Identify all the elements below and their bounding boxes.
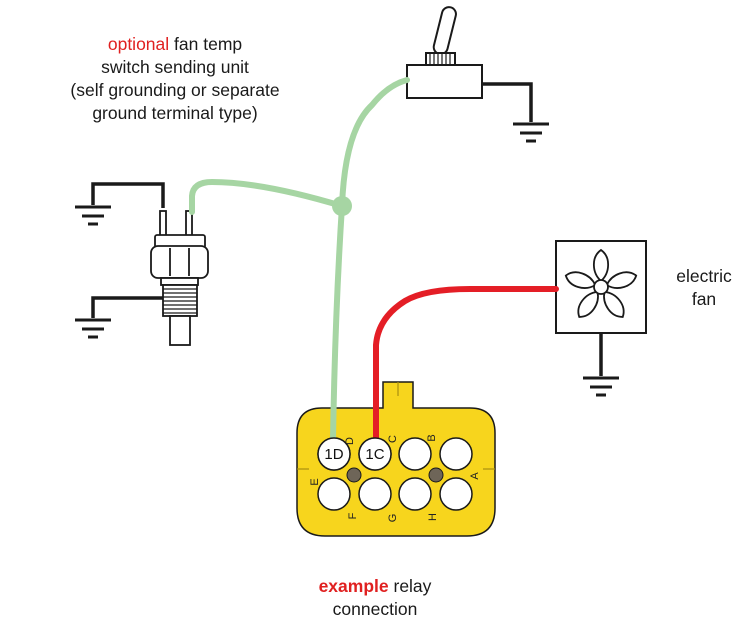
ground-symbols — [75, 122, 619, 397]
sending-unit-terminal-left — [159, 210, 167, 239]
cavity-letter-h: H — [427, 513, 439, 521]
example-highlight: example — [318, 576, 389, 596]
pin-cavity-e — [317, 477, 351, 511]
cavity-letter-f: F — [347, 512, 359, 519]
pin-cavity-c2 — [398, 437, 432, 471]
sending-unit-to-junction-wire — [189, 178, 345, 215]
sending-unit-top-ground-wire — [91, 182, 165, 208]
relay-connection-label-line2: connection — [332, 599, 418, 619]
pin-cavity-b — [439, 437, 473, 471]
electric-fan-label-line1: electric — [676, 266, 732, 286]
pin-1d — [317, 437, 351, 471]
sending-unit-label-line3: (self grounding or separate — [70, 80, 280, 100]
toggle-switch-ground-wire — [482, 82, 533, 122]
pin-1d-label: 1D — [324, 446, 343, 463]
ground-symbol-icon — [513, 122, 549, 143]
cavity-letter-a: A — [469, 472, 481, 480]
electric-fan-label-line2: fan — [691, 289, 717, 309]
fan-blades-icon — [564, 248, 638, 318]
relay-connection-label-line1: example relay — [318, 576, 432, 596]
cavity-letter-b: B — [426, 434, 438, 441]
temp-sending-unit — [150, 210, 209, 346]
cavity-letter-e: E — [309, 478, 321, 485]
toggle-switch — [406, 6, 483, 99]
ground-symbol-icon — [583, 376, 619, 397]
electric-fan-label: electric fan — [664, 265, 744, 311]
toggle-switch-body — [406, 64, 483, 99]
sending-unit-hex-nut — [150, 245, 209, 279]
sending-unit-label-line4: ground terminal type) — [92, 103, 258, 123]
optional-highlight: optional — [107, 34, 170, 54]
junction-to-pin-1d-wire — [330, 203, 345, 443]
pin-cavity-h — [439, 477, 473, 511]
cavity-letter-c: C — [387, 435, 399, 443]
electric-fan — [555, 240, 647, 334]
sending-unit-label-line1: optional fan temp — [107, 34, 243, 54]
ground-symbol-icon — [75, 205, 111, 226]
sending-unit-probe — [169, 315, 191, 346]
pin-1c — [358, 437, 392, 471]
pin-cavity-f — [358, 477, 392, 511]
sending-unit-label-line2: switch sending unit — [101, 57, 249, 77]
switch-wire — [189, 77, 410, 443]
connector-keying-dot — [346, 467, 362, 483]
fan-power-wire — [373, 286, 559, 443]
cavity-letter-g: G — [387, 514, 399, 523]
ground-symbol-icon — [75, 318, 111, 339]
sending-unit-body-ground-wire — [91, 296, 165, 318]
connector-keying-dot — [428, 467, 444, 483]
fan-hub — [593, 279, 609, 295]
sending-unit-thread-collar — [160, 277, 199, 286]
wire-junction-dot — [332, 196, 352, 216]
junction-to-toggle-switch-wire — [339, 77, 410, 209]
ground-wires — [91, 82, 603, 376]
pin-cavity-g — [398, 477, 432, 511]
toggle-switch-lever — [432, 6, 457, 56]
relay-connection-label: example relay connection — [300, 575, 450, 621]
sending-unit-label: optional fan temp switch sending unit (s… — [30, 33, 320, 125]
pin-1c-label: 1C — [365, 446, 384, 463]
cavity-letter-d: D — [344, 437, 356, 445]
sending-unit-terminal-right — [185, 210, 193, 239]
